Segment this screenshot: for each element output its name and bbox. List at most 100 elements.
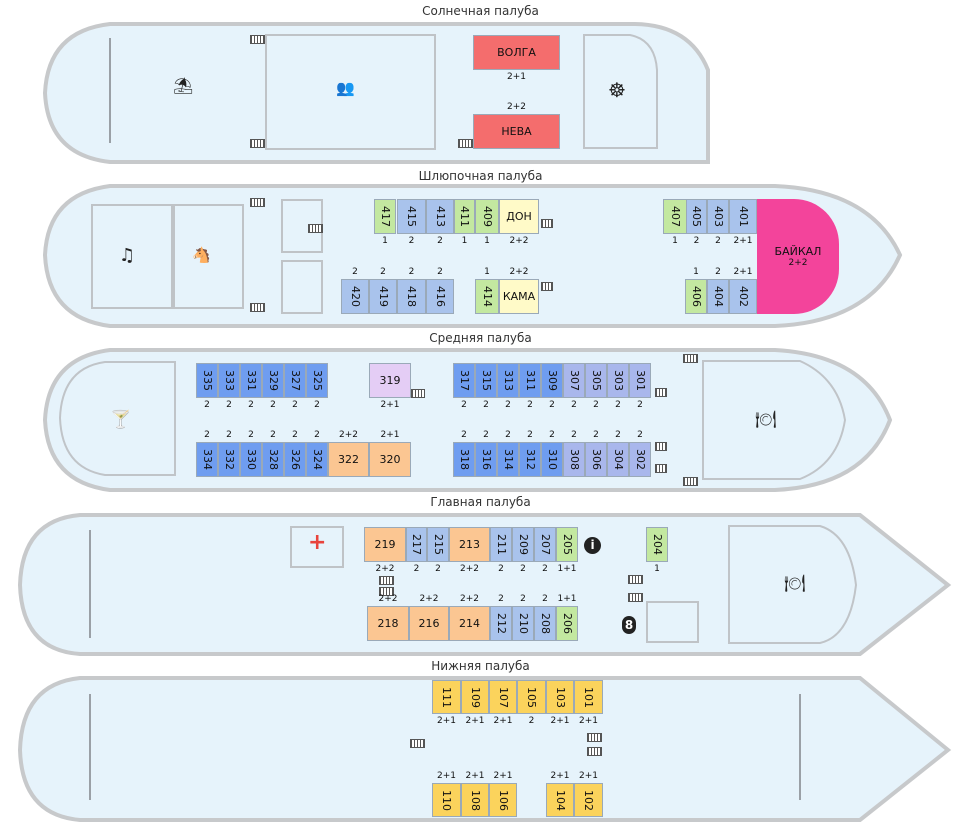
cabin-33[interactable]: 309 bbox=[541, 363, 563, 398]
cabin-61[interactable]: 207 bbox=[534, 527, 556, 562]
cabin-2[interactable]: 417 bbox=[374, 199, 396, 234]
cabin-78[interactable]: 108 bbox=[461, 783, 489, 817]
cabin-capacity: 1 bbox=[693, 267, 699, 277]
cabin-29[interactable]: 317 bbox=[453, 363, 475, 398]
cabin-74[interactable]: 105 bbox=[517, 680, 546, 714]
cabin-80[interactable]: 104 bbox=[546, 783, 574, 817]
cabin-capacity: 2 bbox=[527, 400, 533, 410]
cabin-23[interactable]: 333 bbox=[218, 363, 240, 398]
cabin-46[interactable]: 318 bbox=[453, 442, 475, 477]
cabin-10[interactable]: 403 bbox=[707, 199, 729, 234]
cabin-capacity: 2+2 bbox=[460, 594, 479, 604]
cabin-39[interactable]: 332 bbox=[218, 442, 240, 477]
cabin-73[interactable]: 107 bbox=[489, 680, 517, 714]
cabin-18[interactable]: 406 bbox=[685, 279, 707, 314]
cabin-48[interactable]: 314 bbox=[497, 442, 519, 477]
cabin-7[interactable]: ДОН bbox=[499, 199, 539, 234]
cabin-38[interactable]: 334 bbox=[196, 442, 218, 477]
cabin-45[interactable]: 320 bbox=[369, 442, 411, 477]
cabin-31[interactable]: 313 bbox=[497, 363, 519, 398]
cabin-34[interactable]: 307 bbox=[563, 363, 585, 398]
cabin-52[interactable]: 306 bbox=[585, 442, 607, 477]
stairs-icon bbox=[411, 389, 425, 398]
cabin-28[interactable]: 319 bbox=[369, 363, 411, 398]
cabin-27[interactable]: 325 bbox=[306, 363, 328, 398]
cabin-64[interactable]: 218 bbox=[367, 606, 409, 641]
cabin-3[interactable]: 415 bbox=[397, 199, 426, 234]
cabin-76[interactable]: 101 bbox=[574, 680, 603, 714]
cabin-43[interactable]: 324 bbox=[306, 442, 328, 477]
cabin-12[interactable]: 420 bbox=[341, 279, 369, 314]
cabin-71[interactable]: 111 bbox=[432, 680, 461, 714]
cabin-63[interactable]: 204 bbox=[646, 527, 668, 562]
cabin-66[interactable]: 214 bbox=[449, 606, 490, 641]
cabin-79[interactable]: 106 bbox=[489, 783, 517, 817]
stairs-icon bbox=[683, 477, 698, 486]
cabin-67[interactable]: 212 bbox=[490, 606, 512, 641]
cabin-49[interactable]: 312 bbox=[519, 442, 541, 477]
info-icon[interactable]: i bbox=[584, 537, 601, 554]
cabin-capacity: 1+1 bbox=[557, 594, 577, 604]
cabin-capacity: 1 bbox=[484, 236, 490, 246]
cabin-24[interactable]: 331 bbox=[240, 363, 262, 398]
cabin-16[interactable]: 414 bbox=[475, 279, 499, 314]
cabin-81[interactable]: 102 bbox=[574, 783, 603, 817]
cabin-60[interactable]: 209 bbox=[512, 527, 534, 562]
cabin-50[interactable]: 310 bbox=[541, 442, 563, 477]
cabin-57[interactable]: 215 bbox=[427, 527, 449, 562]
cabin-42[interactable]: 326 bbox=[284, 442, 306, 477]
cabin-9[interactable]: 405 bbox=[686, 199, 707, 234]
cabin-30[interactable]: 315 bbox=[475, 363, 497, 398]
cabin-capacity: 1 bbox=[672, 236, 678, 246]
stairs-icon bbox=[379, 576, 394, 585]
cabin-77[interactable]: 110 bbox=[432, 783, 461, 817]
cabin-capacity: 2 bbox=[520, 594, 526, 604]
cabin-5[interactable]: 411 bbox=[454, 199, 475, 234]
cabin-55[interactable]: 219 bbox=[364, 527, 406, 562]
cabin-17[interactable]: КАМА bbox=[499, 279, 539, 314]
cabin-0[interactable]: ВОЛГА bbox=[473, 35, 560, 70]
cabin-capacity: 2 bbox=[314, 400, 320, 410]
cabin-62[interactable]: 205 bbox=[556, 527, 578, 562]
cabin-capacity: 2 bbox=[498, 594, 504, 604]
cabin-56[interactable]: 217 bbox=[406, 527, 427, 562]
cabin-40[interactable]: 330 bbox=[240, 442, 262, 477]
cabin-13[interactable]: 419 bbox=[369, 279, 397, 314]
cabin-53[interactable]: 304 bbox=[607, 442, 629, 477]
cabin-72[interactable]: 109 bbox=[461, 680, 489, 714]
cabin-22[interactable]: 335 bbox=[196, 363, 218, 398]
cabin-1[interactable]: НЕВА bbox=[473, 114, 560, 149]
cabin-59[interactable]: 211 bbox=[490, 527, 512, 562]
cabin-15[interactable]: 416 bbox=[426, 279, 454, 314]
cabin-4[interactable]: 413 bbox=[426, 199, 454, 234]
cabin-35[interactable]: 305 bbox=[585, 363, 607, 398]
cabin-47[interactable]: 316 bbox=[475, 442, 497, 477]
cabin-75[interactable]: 103 bbox=[546, 680, 574, 714]
room-laundry bbox=[646, 601, 699, 643]
cabin-19[interactable]: 404 bbox=[707, 279, 729, 314]
cabin-14[interactable]: 418 bbox=[397, 279, 426, 314]
cabin-58[interactable]: 213 bbox=[449, 527, 490, 562]
cabin-8[interactable]: 407 bbox=[663, 199, 687, 234]
cabin-25[interactable]: 329 bbox=[262, 363, 284, 398]
cabin-26[interactable]: 327 bbox=[284, 363, 306, 398]
cabin-69[interactable]: 208 bbox=[534, 606, 556, 641]
cabin-70[interactable]: 206 bbox=[556, 606, 578, 641]
cabin-32[interactable]: 311 bbox=[519, 363, 541, 398]
cabin-37[interactable]: 301 bbox=[629, 363, 651, 398]
cabin-36[interactable]: 303 bbox=[607, 363, 629, 398]
cabin-capacity: 2 bbox=[505, 400, 511, 410]
deck-title-sun: Солнечная палуба bbox=[422, 4, 539, 18]
cabin-44[interactable]: 322 bbox=[328, 442, 369, 477]
cabin-54[interactable]: 302 bbox=[629, 442, 651, 477]
cabin-68[interactable]: 210 bbox=[512, 606, 534, 641]
cocktail-icon: 🍸 bbox=[110, 410, 132, 430]
cabin-65[interactable]: 216 bbox=[409, 606, 449, 641]
cabin-6[interactable]: 409 bbox=[475, 199, 499, 234]
cabin-capacity: 1 bbox=[461, 236, 468, 246]
cabin-51[interactable]: 308 bbox=[563, 442, 585, 477]
cabin-11[interactable]: 401 bbox=[729, 199, 757, 234]
cabin-41[interactable]: 328 bbox=[262, 442, 284, 477]
cabin-20[interactable]: 402 bbox=[729, 279, 757, 314]
